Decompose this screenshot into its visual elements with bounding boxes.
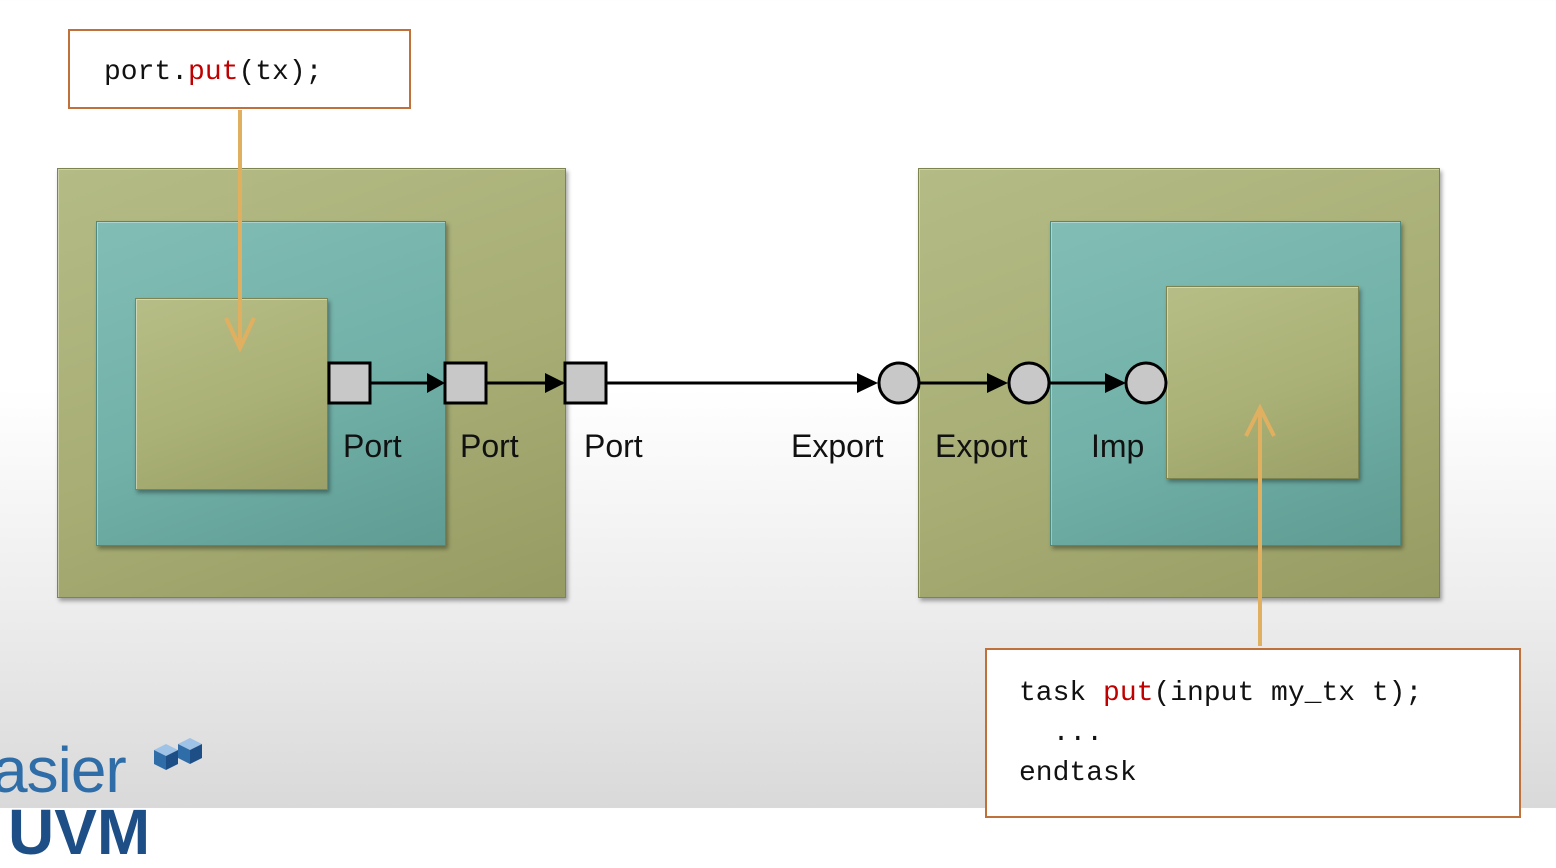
export-circle-2 <box>1007 361 1051 405</box>
connection-diagram <box>224 110 1276 646</box>
port-square-3 <box>563 361 608 405</box>
put-task-code-box: task put(input my_tx t); ... endtask <box>985 648 1521 818</box>
code-task-keyword: task <box>1019 678 1104 709</box>
code-args: (tx); <box>238 57 323 88</box>
easier-uvm-logo: asier UVM <box>0 728 220 864</box>
port-square-1 <box>327 361 372 405</box>
consumer-inner-component <box>1166 286 1359 479</box>
callout-arrow-up <box>1244 403 1276 646</box>
put-call-code-box: port.put(tx); <box>68 29 411 109</box>
export-label-2: Export <box>935 428 1028 464</box>
logo-cubes-icon <box>154 738 202 770</box>
code-signature: (input my_tx t); <box>1153 678 1423 709</box>
port-label-2: Port <box>460 428 519 464</box>
connection-arrows <box>370 373 1126 393</box>
code-line-3: endtask <box>1019 758 1137 789</box>
export-label-1: Export <box>791 428 884 464</box>
code-line-1: task put(input my_tx t); <box>1019 674 1519 714</box>
logo-text-uvm: UVM <box>8 796 151 868</box>
callout-arrow-down <box>224 110 256 353</box>
export-circle-1 <box>877 361 921 405</box>
code-put-keyword: put <box>188 57 239 88</box>
code-put-method: put <box>1103 678 1154 709</box>
port-label-1: Port <box>343 428 402 464</box>
imp-circle <box>1124 361 1168 405</box>
code-line-2: ... <box>1019 718 1104 749</box>
imp-label: Imp <box>1091 428 1145 464</box>
code-object: port. <box>104 57 189 88</box>
port-square-2 <box>443 361 488 405</box>
port-label-3: Port <box>584 428 643 464</box>
logo-text: asier <box>0 734 127 806</box>
